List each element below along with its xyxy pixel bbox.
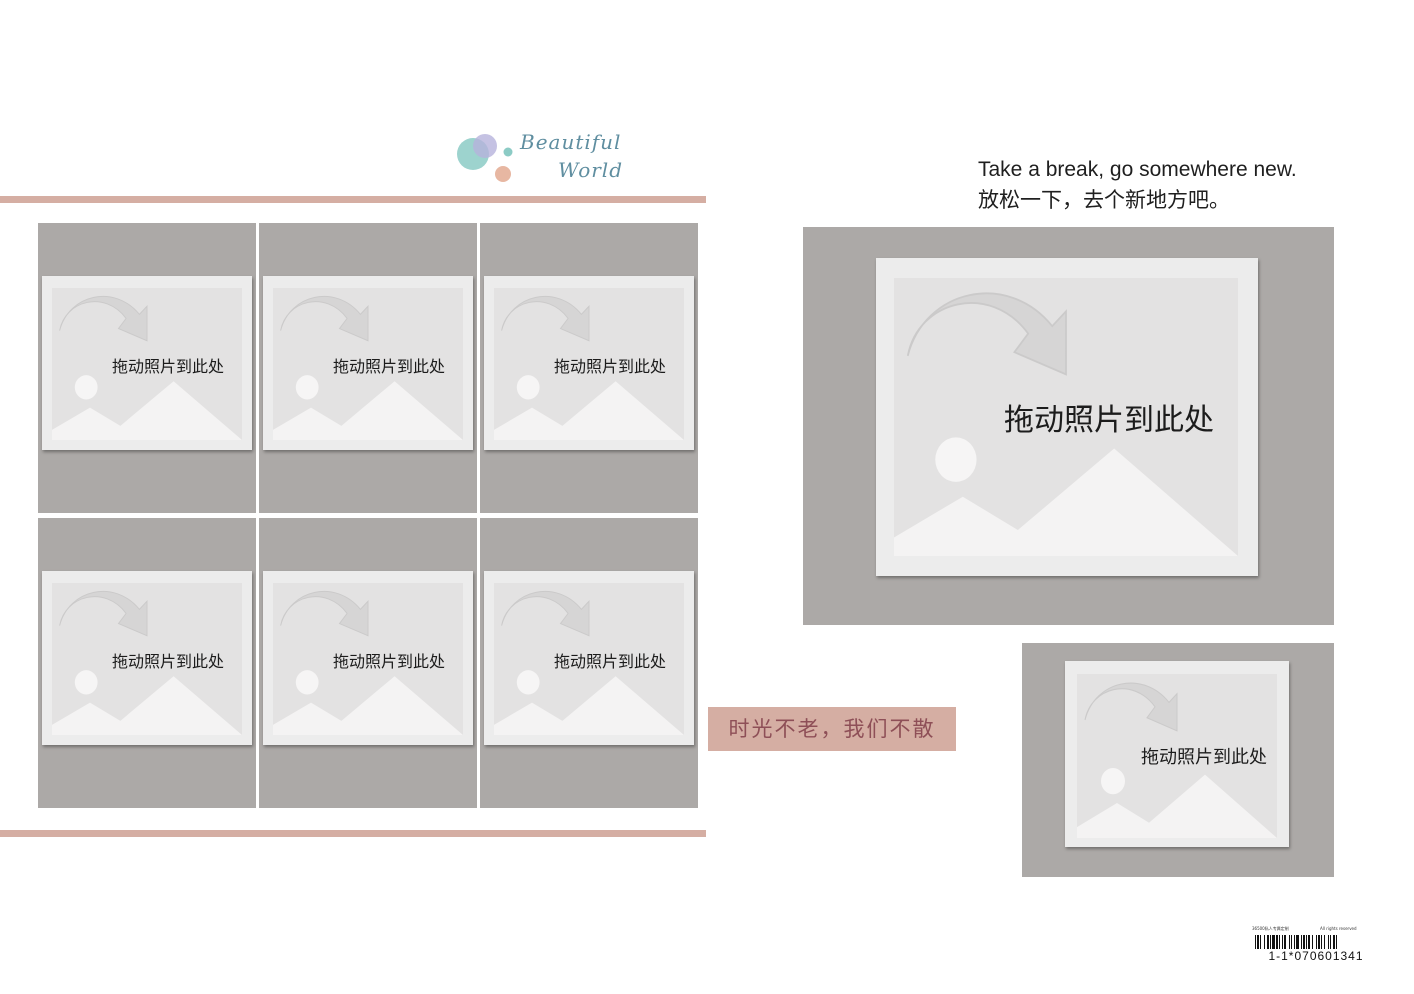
- drag-arrow-icon: [501, 590, 590, 637]
- placeholder-label: 拖动照片到此处: [333, 652, 446, 671]
- beautiful-world-logo: Beautiful World: [452, 126, 642, 190]
- drag-arrow-icon: [1084, 682, 1178, 732]
- sun-icon: [295, 670, 319, 695]
- mountain-icon: [52, 676, 242, 735]
- placeholder-label: 拖动照片到此处: [554, 652, 667, 671]
- sun-icon: [1101, 768, 1125, 795]
- image-placeholder-icon: [1077, 682, 1277, 838]
- sun-icon: [295, 375, 319, 400]
- mountain-icon: [1077, 774, 1277, 838]
- quote-chinese: 放松一下，去个新地方吧。: [978, 189, 1230, 212]
- logo-line2: World: [558, 158, 623, 182]
- image-placeholder-icon: [52, 295, 242, 440]
- placeholder-label: 拖动照片到此处: [333, 357, 446, 376]
- small-photo-slot[interactable]: 拖动照片到此处: [1022, 643, 1334, 877]
- drag-arrow-icon: [906, 292, 1067, 376]
- sun-icon: [74, 375, 98, 400]
- photo-placeholder[interactable]: 拖动照片到此处: [484, 276, 694, 450]
- placeholder-area: [273, 288, 463, 440]
- placeholder-label: 拖动照片到此处: [554, 357, 667, 376]
- grid-photo-slot-6[interactable]: 拖动照片到此处: [480, 518, 698, 808]
- drag-arrow-icon: [59, 590, 148, 637]
- placeholder-area: [1077, 674, 1277, 838]
- photo-placeholder[interactable]: 拖动照片到此处: [42, 276, 252, 450]
- image-placeholder-icon: [494, 590, 684, 735]
- drag-arrow-icon: [280, 295, 369, 342]
- image-placeholder-icon: [894, 292, 1238, 556]
- grid-photo-slot-5[interactable]: 拖动照片到此处: [259, 518, 477, 808]
- grid-photo-slot-1[interactable]: 拖动照片到此处: [38, 223, 256, 513]
- top-divider: [0, 196, 706, 203]
- photo-placeholder[interactable]: 拖动照片到此处: [42, 571, 252, 745]
- photo-placeholder[interactable]: 拖动照片到此处: [484, 571, 694, 745]
- grid-photo-slot-3[interactable]: 拖动照片到此处: [480, 223, 698, 513]
- drag-arrow-icon: [501, 295, 590, 342]
- placeholder-label: 拖动照片到此处: [1004, 403, 1214, 438]
- photo-placeholder[interactable]: 拖动照片到此处: [263, 276, 473, 450]
- barcode: 36500私人专属定制 All rights reserved 1-1*0706…: [1252, 926, 1380, 966]
- placeholder-area: [273, 583, 463, 735]
- mountain-icon: [273, 676, 463, 735]
- placeholder-area: [894, 278, 1238, 556]
- barcode-number: 1-1*070601341: [1268, 949, 1364, 963]
- barcode-caption-left: 36500私人专属定制: [1252, 926, 1289, 931]
- quote-english: Take a break, go somewhere new.: [978, 158, 1297, 181]
- placeholder-label: 拖动照片到此处: [1141, 747, 1267, 768]
- sun-icon: [516, 375, 540, 400]
- drag-arrow-icon: [280, 590, 369, 637]
- barcode-caption-right: All rights reserved: [1320, 926, 1357, 931]
- bottom-divider: [0, 830, 706, 837]
- logo-line1: Beautiful: [520, 130, 622, 154]
- placeholder-area: [494, 288, 684, 440]
- mountain-icon: [494, 676, 684, 735]
- tagline-banner: 时光不老，我们不散: [708, 707, 956, 751]
- photo-placeholder[interactable]: 拖动照片到此处: [1065, 661, 1289, 847]
- image-placeholder-icon: [273, 590, 463, 735]
- bubbles-icon: [457, 134, 513, 182]
- sun-icon: [74, 670, 98, 695]
- placeholder-area: [52, 583, 242, 735]
- grid-photo-slot-4[interactable]: 拖动照片到此处: [38, 518, 256, 808]
- mountain-icon: [494, 381, 684, 440]
- grid-photo-slot-2[interactable]: 拖动照片到此处: [259, 223, 477, 513]
- mountain-icon: [273, 381, 463, 440]
- drag-arrow-icon: [59, 295, 148, 342]
- placeholder-area: [52, 288, 242, 440]
- photo-placeholder[interactable]: 拖动照片到此处: [263, 571, 473, 745]
- quote-block: Take a break, go somewhere new. 放松一下，去个新…: [978, 154, 1297, 216]
- placeholder-label: 拖动照片到此处: [112, 357, 225, 376]
- mountain-icon: [52, 381, 242, 440]
- barcode-bars-icon: [1255, 935, 1337, 949]
- placeholder-label: 拖动照片到此处: [112, 652, 225, 671]
- image-placeholder-icon: [52, 590, 242, 735]
- photo-placeholder[interactable]: 拖动照片到此处: [876, 258, 1258, 576]
- sun-icon: [516, 670, 540, 695]
- large-photo-slot[interactable]: 拖动照片到此处: [803, 227, 1334, 625]
- image-placeholder-icon: [494, 295, 684, 440]
- sun-icon: [935, 437, 977, 482]
- placeholder-area: [494, 583, 684, 735]
- mountain-icon: [894, 448, 1238, 556]
- image-placeholder-icon: [273, 295, 463, 440]
